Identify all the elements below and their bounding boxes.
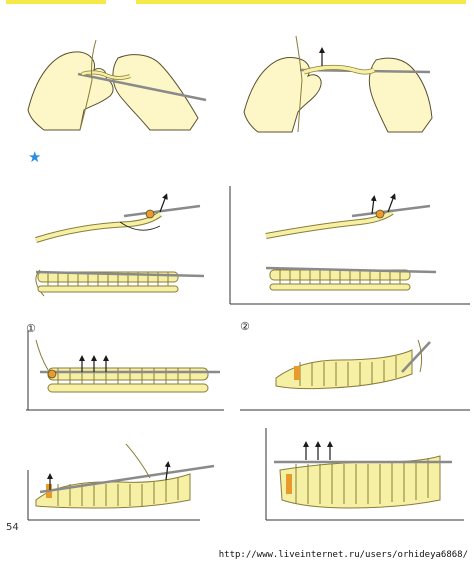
chain-diagram-top-right bbox=[265, 193, 431, 239]
arrow-up-icon bbox=[370, 195, 377, 215]
bottom-left-diagram bbox=[27, 443, 215, 521]
hands-illustration-left bbox=[27, 39, 207, 131]
crochet-hook-icon bbox=[401, 341, 431, 373]
arrow-up-icon bbox=[387, 193, 396, 213]
crochet-hook-icon bbox=[123, 204, 201, 218]
star-icon: ★ bbox=[28, 149, 42, 166]
chain-diagram-top-left bbox=[35, 193, 201, 243]
crochet-hook-icon bbox=[265, 266, 437, 274]
stitch-row-middle-left bbox=[35, 269, 205, 297]
page-number: 54 bbox=[6, 522, 19, 533]
hand-icon bbox=[27, 51, 114, 131]
crochet-hook-icon bbox=[77, 72, 207, 102]
stitch-row-middle-right bbox=[265, 266, 437, 291]
top-bar-left bbox=[6, 0, 106, 4]
step-one-label: ① bbox=[26, 322, 36, 335]
url-caption: http://www.liveinternet.ru/users/orhidey… bbox=[216, 550, 470, 560]
arrow-up-icon bbox=[164, 461, 171, 481]
crochet-hook-icon bbox=[35, 270, 205, 278]
arrow-up-icon bbox=[159, 193, 168, 213]
crochet-hook-icon bbox=[39, 464, 215, 494]
step-one-diagram bbox=[27, 330, 220, 410]
top-bar-right bbox=[136, 0, 466, 4]
step-two-diagram bbox=[275, 339, 431, 390]
hand-icon bbox=[368, 57, 433, 133]
bottom-right-diagram bbox=[265, 428, 464, 521]
hand-icon bbox=[112, 54, 199, 131]
step-two-label: ② bbox=[240, 320, 250, 333]
crochet-hook-icon bbox=[351, 204, 431, 218]
hands-illustration-right bbox=[243, 35, 433, 133]
